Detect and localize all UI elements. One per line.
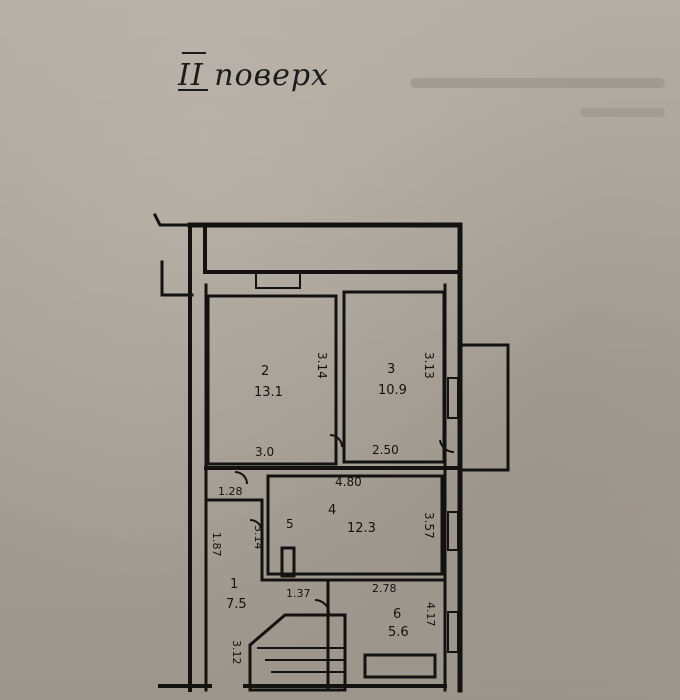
room-1-area: 7.5 — [226, 597, 247, 612]
floor-number: II — [178, 52, 208, 93]
room-3-number: 3 — [387, 362, 395, 377]
floor-word: поверх — [214, 58, 329, 93]
stair-steps — [257, 647, 345, 673]
room-3-width: 2.50 — [372, 443, 399, 457]
hall-dimension: 1.87 — [210, 532, 223, 557]
room-6-length: 4.17 — [424, 602, 437, 627]
window — [447, 511, 459, 551]
room-2-outline — [206, 294, 338, 466]
room-4-width: 4.80 — [335, 475, 362, 489]
window — [255, 271, 301, 289]
balcony — [458, 343, 510, 472]
room-4-area: 12.3 — [347, 521, 376, 536]
faded-text-line — [410, 78, 665, 88]
partition-wall — [206, 498, 264, 582]
room-2-width: 3.0 — [255, 445, 274, 459]
outer-wall — [203, 223, 462, 274]
room-4-outline — [266, 474, 444, 576]
wall-stub — [160, 260, 194, 297]
window — [447, 611, 459, 653]
stair-dimension: 5 — [286, 517, 294, 531]
faded-stamp-text — [410, 72, 680, 132]
room-6-width: 2.78 — [372, 582, 397, 595]
corridor-width: 1.37 — [286, 587, 311, 600]
small-room-width: 1.28 — [218, 485, 243, 498]
room-3-outline — [342, 290, 446, 464]
room-6-area: 5.6 — [388, 625, 409, 640]
room-3-length: 3.13 — [422, 352, 436, 379]
outer-wall — [187, 222, 463, 693]
door-swing — [329, 434, 343, 448]
room-6-number: 6 — [393, 607, 401, 622]
door-swing — [234, 471, 248, 485]
stair-outline — [248, 613, 347, 692]
door-swing — [314, 599, 330, 615]
kitchen-fixture — [280, 546, 296, 578]
door-swing — [249, 519, 263, 533]
faded-text-line — [580, 108, 665, 117]
corridor-dimension: 3.14 — [252, 525, 265, 550]
door-swing — [439, 439, 455, 454]
room-4-number: 4 — [328, 503, 336, 518]
page-title: II поверх — [178, 52, 329, 93]
room-4-length: 3.57 — [422, 512, 436, 539]
bathroom-fixture — [363, 653, 437, 679]
room-3-area: 10.9 — [378, 383, 407, 398]
room-2-number: 2 — [261, 364, 269, 379]
window — [447, 377, 459, 419]
room-1-length: 3.12 — [230, 640, 243, 665]
room-2-area: 13.1 — [254, 385, 283, 400]
room-1-number: 1 — [230, 577, 238, 592]
room-2-length: 3.14 — [315, 352, 329, 379]
wall-stub — [152, 212, 207, 227]
